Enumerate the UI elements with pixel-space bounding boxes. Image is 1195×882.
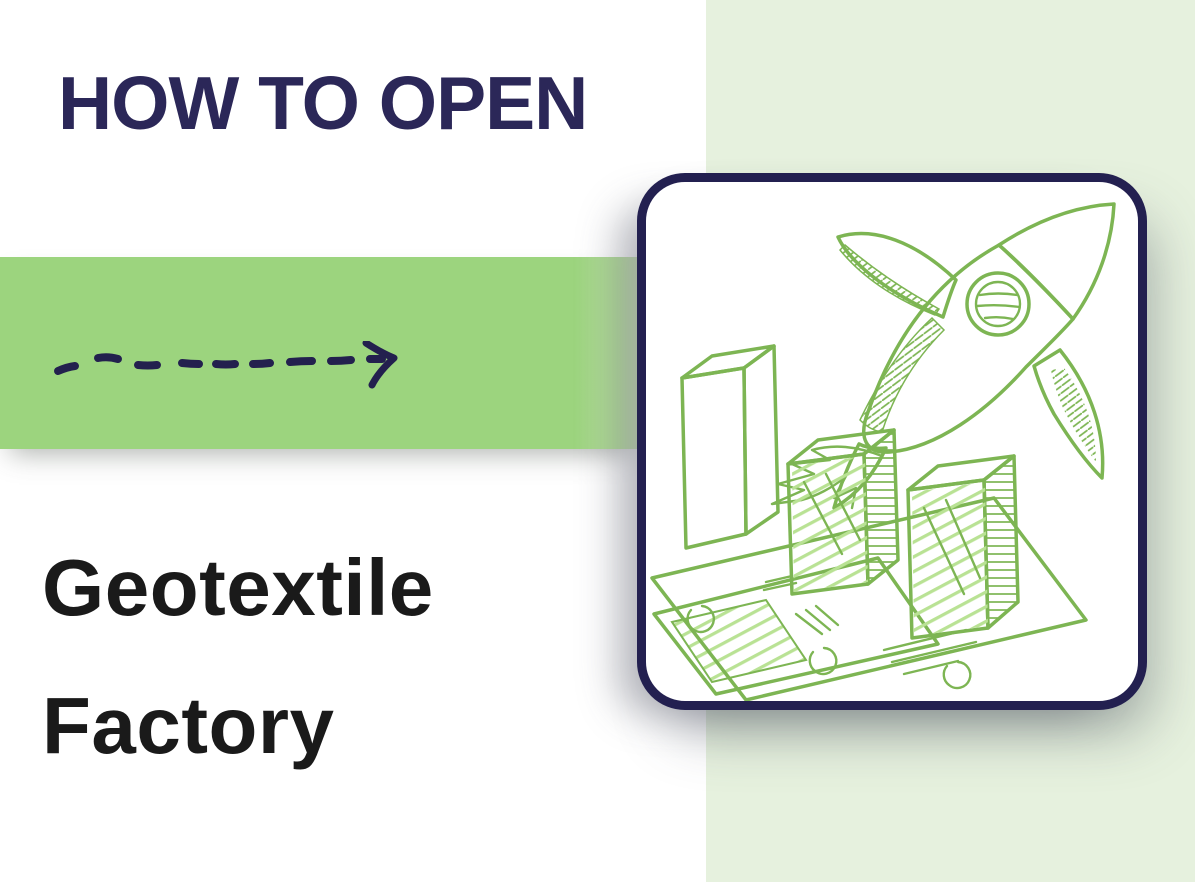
bar-right <box>906 454 1020 640</box>
growth-bars-icon <box>680 344 1020 640</box>
subtitle-line-1: Geotextile <box>42 543 434 632</box>
illustration-card <box>637 173 1147 710</box>
green-band <box>0 257 638 449</box>
subtitle-line-2: Factory <box>42 681 335 770</box>
startup-illustration <box>650 202 1116 701</box>
bar-middle <box>786 428 900 596</box>
page-subtitle: Geotextile Factory <box>42 548 662 766</box>
page-title: HOW TO OPEN <box>58 61 588 145</box>
bar-tall <box>680 344 780 550</box>
dashed-arrow-icon <box>50 339 415 403</box>
